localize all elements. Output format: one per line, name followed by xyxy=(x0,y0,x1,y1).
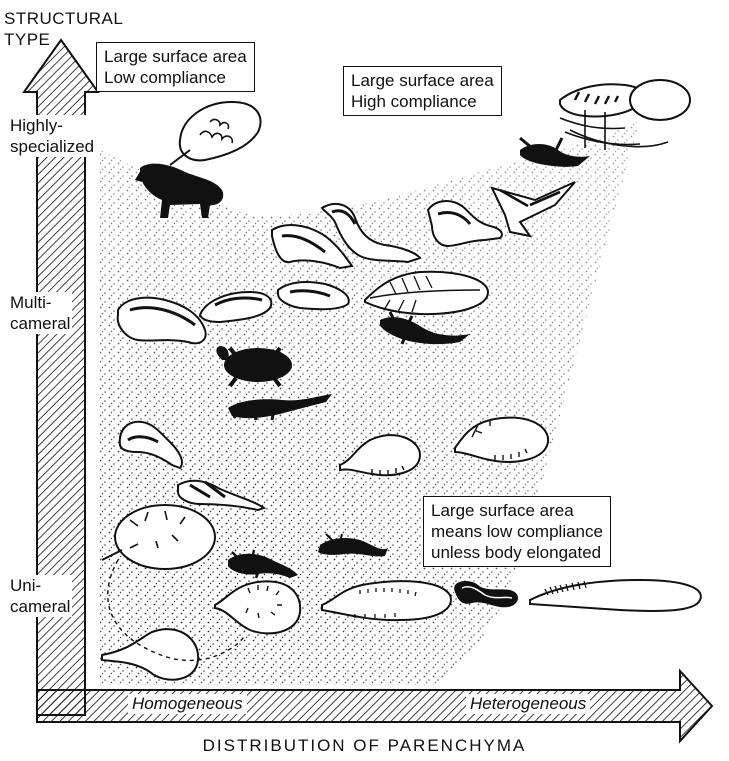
annotation-high-compliance: Large surface area High compliance xyxy=(343,66,502,116)
annotation-low-compliance: Large surface area Low compliance xyxy=(96,42,255,92)
y-level-unicameral: Uni- cameral xyxy=(8,575,72,617)
x-axis-title: DISTRIBUTION OF PARENCHYMA xyxy=(0,736,729,756)
snake-lung-icon xyxy=(530,580,701,611)
annotation-elongated-body: Large surface area means low compliance … xyxy=(423,496,611,567)
mammal-lung-icon xyxy=(170,102,261,165)
x-label-heterogeneous: Heterogeneous xyxy=(466,694,590,714)
y-level-highly-specialized: Highly- specialized xyxy=(8,115,96,157)
y-level-multicameral: Multi- cameral xyxy=(8,292,72,334)
x-label-homogeneous: Homogeneous xyxy=(128,694,247,714)
